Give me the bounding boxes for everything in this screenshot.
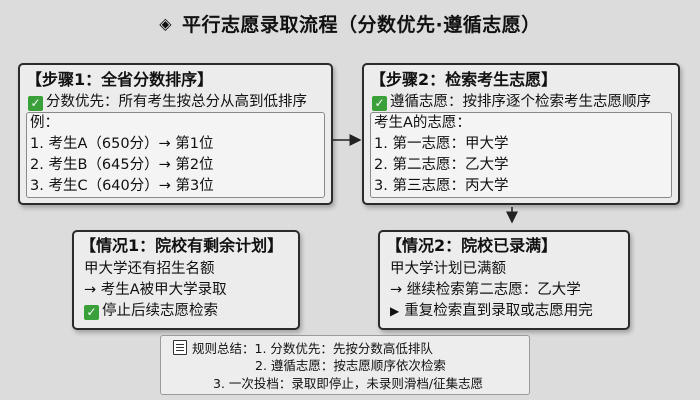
case2-heading: 【情况2：院校已录满】: [386, 236, 558, 255]
step1-card: 【步骤1：全省分数排序】 ✓分数优先：所有考生按总分从高到低排序 例： 1. 考…: [18, 63, 333, 205]
diamond-icon: ◈: [159, 13, 173, 33]
step1-example-label: 例：: [30, 115, 59, 131]
step1-principle-text: 分数优先：所有考生按总分从高到低排序: [46, 94, 307, 110]
step2-heading: 【步骤2：检索考生志愿】: [370, 70, 558, 89]
step2-item-2: 2. 第二志愿：乙大学: [374, 157, 509, 173]
case1-card: 【情况1：院校有剩余计划】 甲大学还有招生名额 → 考生A被甲大学录取 ✓停止后…: [72, 230, 300, 330]
checkmark-icon: ✓: [28, 96, 43, 111]
step2-principle: ✓遵循志愿：按排序逐个检索考生志愿顺序: [372, 92, 651, 112]
summary-line-1: 规则总结：1. 分数优先：先按分数高低排队: [173, 340, 433, 357]
case2-line-2: → 继续检索第二志愿：乙大学: [390, 282, 581, 298]
case2-play-line: ▶ 重复检索直到录取或志愿用完: [390, 301, 593, 321]
note-icon: [173, 340, 187, 355]
step1-item-1: 1. 考生A（650分）→ 第1位: [30, 136, 214, 152]
summary-line-2: 2. 遵循志愿：按志愿顺序依次检索: [255, 358, 446, 373]
step1-principle: ✓分数优先：所有考生按总分从高到低排序: [28, 92, 307, 112]
play-triangle-icon: ▶: [390, 304, 400, 318]
step2-card: 【步骤2：检索考生志愿】 ✓遵循志愿：按排序逐个检索考生志愿顺序 考生A的志愿：…: [362, 63, 680, 205]
step2-detail-panel: [370, 112, 672, 198]
step1-item-2: 2. 考生B（645分）→ 第2位: [30, 157, 214, 173]
step2-item-3: 3. 第三志愿：丙大学: [374, 178, 509, 194]
checkmark-icon: ✓: [372, 96, 387, 111]
case1-check-line: ✓停止后续志愿检索: [84, 301, 218, 321]
case1-line-1: 甲大学还有招生名额: [84, 261, 215, 277]
step1-item-3: 3. 考生C（640分）→ 第3位: [30, 178, 214, 194]
summary-line-3: 3. 一次投档：录取即停止，未录则滑档/征集志愿: [213, 376, 484, 391]
step1-heading: 【步骤1：全省分数排序】: [26, 70, 214, 89]
checkmark-icon: ✓: [84, 305, 99, 320]
step2-sub-label: 考生A的志愿：: [374, 115, 471, 131]
case2-line-1: 甲大学计划已满额: [390, 261, 506, 277]
case1-line-2: → 考生A被甲大学录取: [84, 282, 227, 298]
case2-play-text: 重复检索直到录取或志愿用完: [404, 303, 593, 319]
step2-principle-text: 遵循志愿：按排序逐个检索考生志愿顺序: [390, 94, 651, 110]
case1-heading: 【情况1：院校有剩余计划】: [80, 236, 284, 255]
diagram-title: ◈ 平行志愿录取流程（分数优先·遵循志愿）: [150, 5, 550, 41]
summary-line-1-text: 规则总结：1. 分数优先：先按分数高低排队: [192, 341, 433, 356]
rules-summary: 规则总结：1. 分数优先：先按分数高低排队 2. 遵循志愿：按志愿顺序依次检索 …: [160, 335, 530, 395]
diagram-title-text: 平行志愿录取流程（分数优先·遵循志愿）: [182, 13, 541, 36]
step1-example-panel: [26, 112, 325, 198]
case1-check-text: 停止后续志愿检索: [102, 303, 218, 319]
step2-item-1: 1. 第一志愿：甲大学: [374, 136, 509, 152]
case2-card: 【情况2：院校已录满】 甲大学计划已满额 → 继续检索第二志愿：乙大学 ▶ 重复检…: [378, 230, 630, 330]
